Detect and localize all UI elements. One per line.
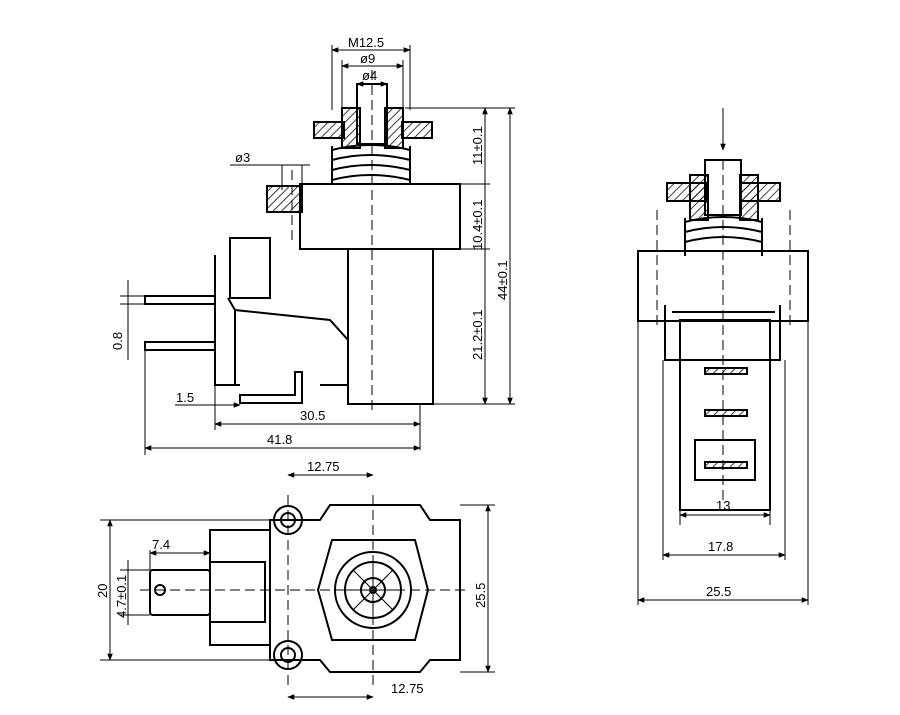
bottom-top-offset-dim: 12.75 xyxy=(307,459,340,474)
flange-height-dim: 10.4±0.1 xyxy=(470,199,485,250)
terminal-offset-dim: 1.5 xyxy=(176,390,194,405)
top-height-dim: 11±0.1 xyxy=(470,126,485,165)
terminal-height-dim: 4.7±0.1 xyxy=(114,575,129,618)
side-mid-width-dim: 17.8 xyxy=(708,539,733,554)
terminal-thickness-dim: 0.8 xyxy=(110,332,125,350)
bottom-width-dim: 25.5 xyxy=(473,583,488,608)
bottom-height-dim: 20 xyxy=(95,584,110,598)
side-outer-width-dim: 25.5 xyxy=(706,584,731,599)
side-inner-width-dim: 13 xyxy=(716,498,730,513)
bottom-view xyxy=(140,495,470,690)
thread-dim: M12.5 xyxy=(348,35,384,50)
hole-diameter-dim: ø3 xyxy=(235,150,250,165)
total-length-dim: 41.8 xyxy=(267,432,292,447)
side-view xyxy=(637,108,809,511)
body-height-dim: 21.2±0.1 xyxy=(470,309,485,360)
terminal-width-dim: 7.4 xyxy=(152,537,170,552)
outer-diameter-dim: ø9 xyxy=(360,51,375,66)
bottom-bottom-offset-dim: 12.75 xyxy=(391,681,424,696)
side-dimensions: 13 17.8 25.5 xyxy=(637,321,809,605)
bottom-dimensions: 12.75 12.75 7.4 20 4.7±0.1 25.5 xyxy=(95,459,495,700)
front-dimensions: M12.5 ø9 ø4 ø3 11±0.1 10.4±0.1 44±0.1 21… xyxy=(110,35,515,455)
inner-diameter-dim: ø4 xyxy=(362,68,377,83)
front-view xyxy=(144,70,461,415)
spring xyxy=(331,144,411,184)
total-height-dim: 44±0.1 xyxy=(495,260,510,300)
body-length-dim: 30.5 xyxy=(300,408,325,423)
